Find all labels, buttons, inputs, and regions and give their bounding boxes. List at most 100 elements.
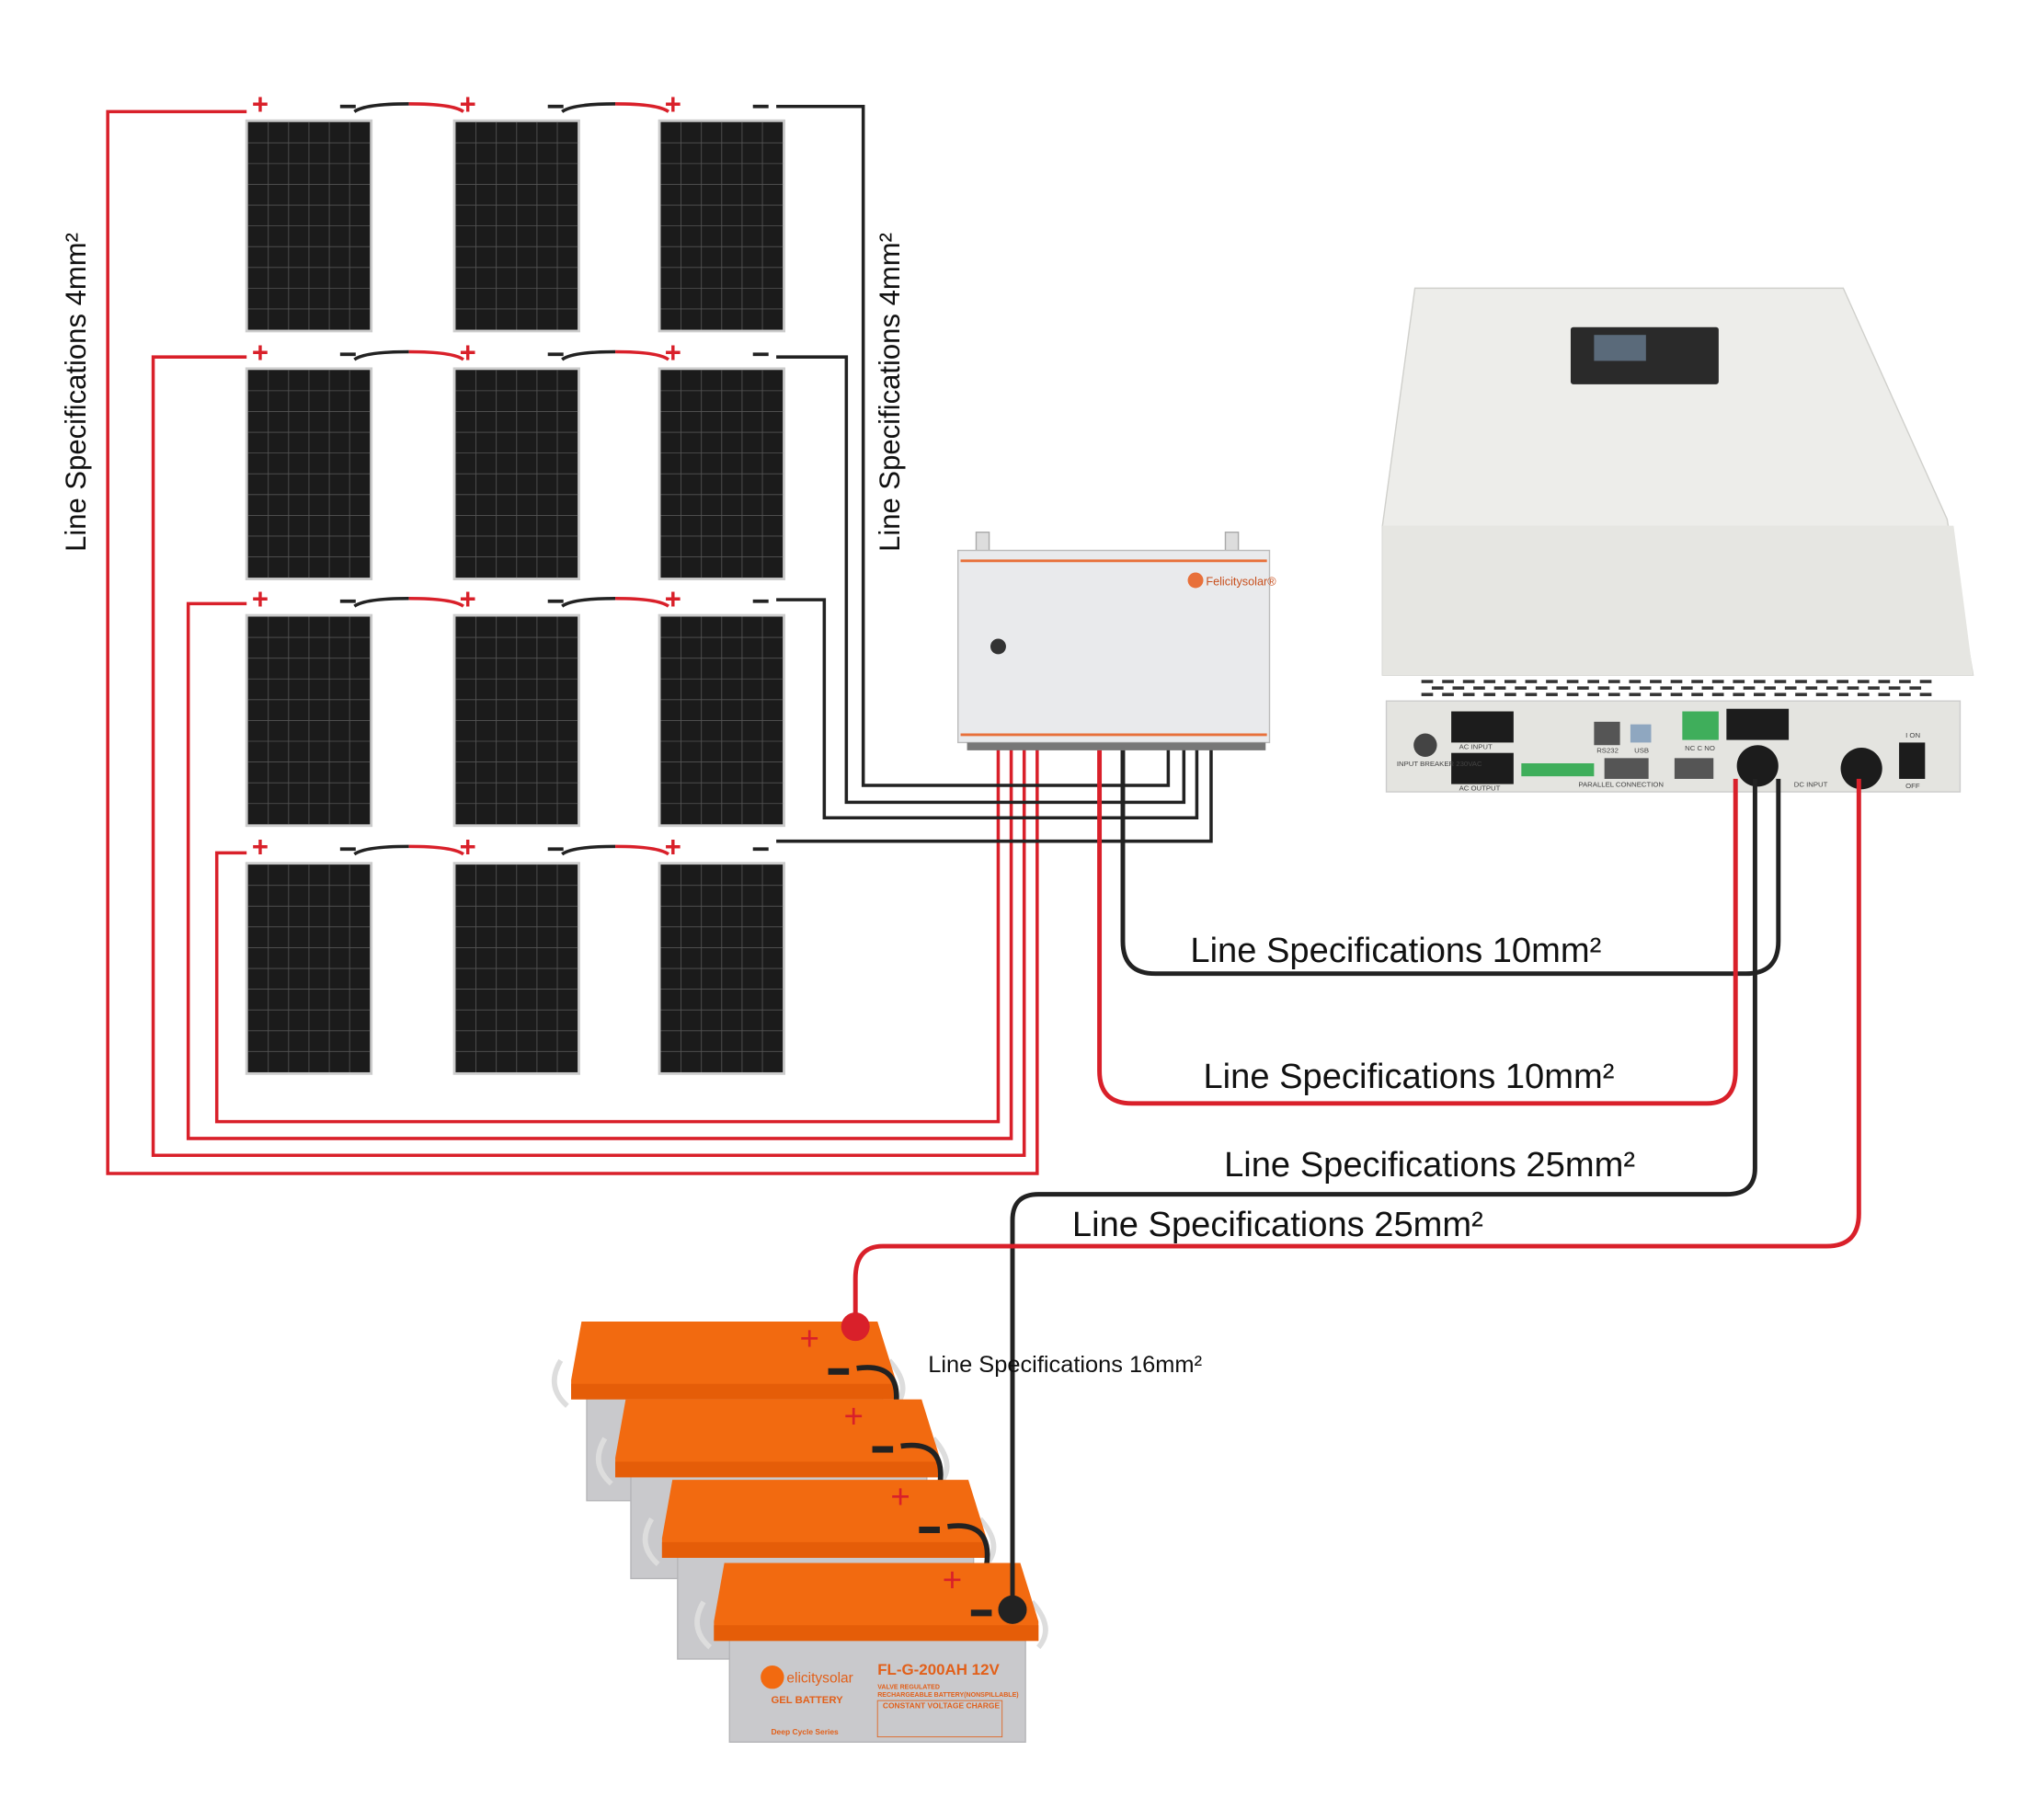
left-spec-label: Line Specifications 4mm² — [60, 233, 92, 552]
solar-panel — [658, 862, 785, 1075]
positive-terminal-icon: + — [665, 831, 681, 864]
negative-terminal-icon: − — [338, 89, 357, 124]
parallel-connection-label: PARALLEL CONNECTION — [1578, 780, 1664, 788]
negative-terminal-icon: − — [751, 338, 770, 372]
negative-terminal-icon: − — [546, 584, 565, 619]
solar-panel — [658, 119, 785, 333]
battery-type: GEL BATTERY — [771, 1695, 843, 1706]
battery-minus-icon — [872, 1446, 894, 1453]
battery-positive-cable — [852, 778, 1861, 1324]
negative-terminal-icon: − — [751, 831, 770, 866]
series-link-positive — [615, 844, 669, 856]
string2-positive-wire — [151, 355, 1026, 1158]
series-link-negative — [561, 596, 616, 608]
battery-positive-spec-label: Line Specifications 25mm² — [1072, 1206, 1483, 1244]
negative-terminal-icon: − — [546, 338, 565, 372]
combiner-brand: Felicitysolar® — [1206, 576, 1276, 589]
battery-plus-icon: + — [943, 1562, 962, 1599]
battery-positive-terminal-icon — [841, 1312, 870, 1342]
series-link-negative — [353, 349, 409, 361]
negative-terminal-icon: − — [751, 89, 770, 124]
input-breaker-label: INPUT BREAKER 230VAC — [1397, 760, 1482, 768]
pv-positive-spec-label: Line Specifications 10mm² — [1203, 1058, 1614, 1096]
pv-positive-cable — [1097, 750, 1738, 1106]
solar-panel — [452, 367, 580, 580]
negative-terminal-icon: − — [338, 831, 357, 866]
inverter: AC INPUT AC OUTPUT RS232 USB NC C NO PAR… — [1381, 287, 1974, 793]
battery-subtitle-1: VALVE REGULATED — [877, 1684, 940, 1690]
solar-panel — [452, 119, 580, 333]
string1-positive-wire — [106, 109, 1039, 1175]
battery-charge-info: CONSTANT VOLTAGE CHARGE — [883, 1701, 1001, 1711]
positive-terminal-icon: + — [252, 88, 269, 120]
pv-negative-cable — [1120, 750, 1781, 977]
string3-negative-wire — [776, 598, 1199, 820]
solar-panel — [245, 119, 373, 333]
string1-negative-wire — [776, 104, 1171, 787]
positive-terminal-icon: + — [665, 583, 681, 615]
series-link-positive — [408, 596, 464, 608]
pv-wires — [106, 104, 1213, 1175]
battery-brand: elicitysolar — [786, 1670, 852, 1686]
solar-panel — [245, 367, 373, 580]
battery-model: FL-G-200AH 12V — [877, 1661, 1000, 1678]
combiner-switch-icon — [990, 638, 1006, 655]
series-link-negative — [561, 349, 616, 361]
series-link-positive — [615, 596, 669, 608]
battery-negative-spec-label: Line Specifications 25mm² — [1224, 1146, 1635, 1185]
series-link-negative — [561, 102, 616, 113]
dc-input-label: DC INPUT — [1794, 780, 1828, 788]
battery-minus-icon — [970, 1609, 992, 1617]
solar-panel — [452, 613, 580, 828]
ac-output-label: AC OUTPUT — [1459, 784, 1501, 793]
battery-series-spec-label: Line Specifications 16mm² — [928, 1352, 1202, 1378]
series-link-positive — [615, 102, 669, 113]
positive-terminal-icon: + — [665, 88, 681, 120]
solar-panel — [658, 367, 785, 580]
series-link-negative — [561, 844, 616, 856]
combiner-box: Felicitysolar® — [957, 532, 1276, 750]
string4-negative-wire — [776, 746, 1213, 843]
positive-terminal-icon: + — [460, 337, 476, 369]
right-spec-label: Line Specifications 4mm² — [874, 233, 906, 552]
negative-terminal-icon: − — [546, 89, 565, 124]
series-link-positive — [615, 349, 669, 361]
inverter-port-labels: AC INPUT AC OUTPUT RS232 USB NC C NO PAR… — [1397, 731, 1922, 793]
positive-terminal-icon: + — [460, 583, 476, 615]
series-link-negative — [353, 844, 409, 856]
battery-series-name: Deep Cycle Series — [771, 1727, 839, 1736]
relay-label: NC C NO — [1685, 744, 1715, 752]
string3-positive-wire — [186, 601, 1013, 1140]
negative-terminal-icon: − — [338, 338, 357, 372]
positive-terminal-icon: + — [252, 337, 269, 369]
main-cables — [852, 750, 1861, 1608]
off-label: OFF — [1905, 782, 1920, 790]
solar-panel — [658, 613, 785, 828]
positive-terminal-icon: + — [460, 88, 476, 120]
string2-negative-wire — [776, 355, 1186, 805]
battery-plus-icon: + — [844, 1398, 864, 1436]
rs232-label: RS232 — [1596, 747, 1619, 755]
positive-terminal-icon: + — [252, 831, 269, 864]
on-label: I ON — [1905, 731, 1920, 739]
series-link-positive — [408, 102, 464, 113]
battery-minus-icon — [828, 1368, 850, 1375]
pv-negative-spec-label: Line Specifications 10mm² — [1190, 932, 1601, 970]
series-link-negative — [353, 102, 409, 113]
battery-plus-icon: + — [890, 1478, 910, 1516]
battery-plus-icon: + — [800, 1320, 819, 1357]
battery-minus-icon — [919, 1526, 940, 1534]
solar-panel — [245, 613, 373, 828]
negative-terminal-icon: − — [751, 584, 770, 619]
positive-terminal-icon: + — [665, 337, 681, 369]
solar-panel — [452, 862, 580, 1075]
usb-label: USB — [1634, 747, 1649, 755]
series-link-positive — [408, 349, 464, 361]
battery-subtitle-2: RECHARGEABLE BATTERY(NONSPILLABLE) — [877, 1692, 1018, 1699]
negative-terminal-icon: − — [546, 831, 565, 866]
positive-terminal-icon: + — [252, 583, 269, 615]
battery-negative-cable — [1010, 778, 1757, 1608]
